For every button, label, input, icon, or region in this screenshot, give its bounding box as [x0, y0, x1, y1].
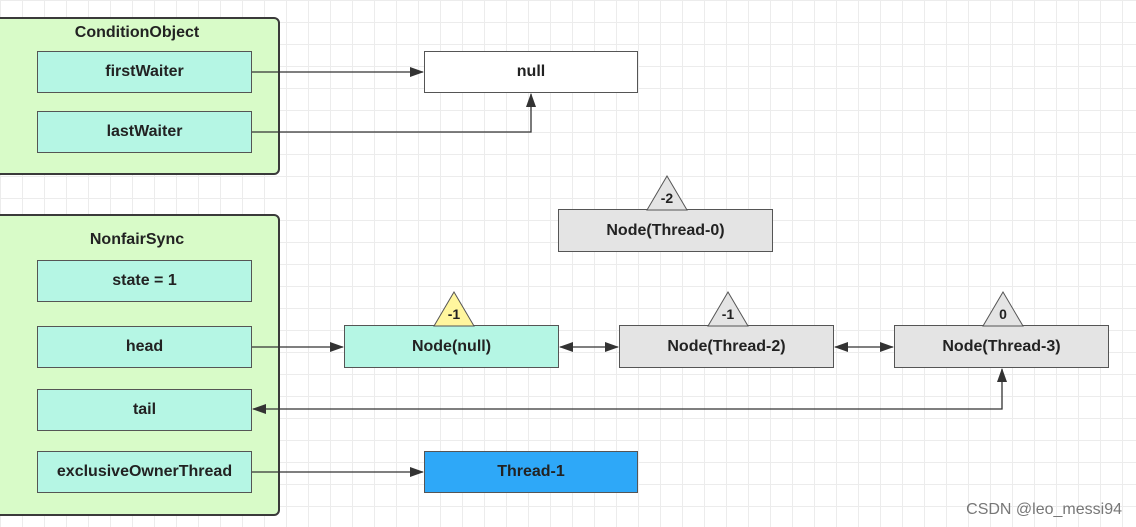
status-triangle-node-null: -1	[433, 291, 475, 327]
node-thread-0: Node(Thread-0)	[558, 209, 773, 252]
null-box: null	[424, 51, 638, 93]
first-waiter-field: firstWaiter	[37, 51, 252, 93]
tail-arrow	[252, 368, 1007, 414]
status-value: -1	[447, 306, 461, 322]
node-thread-2: Node(Thread-2)	[619, 325, 834, 368]
condition-object-title: ConditionObject	[74, 24, 200, 41]
node-null: Node(null)	[344, 325, 559, 368]
status-triangle-thread-0: -2	[646, 175, 688, 211]
status-value: -1	[721, 306, 735, 322]
head-field: head	[37, 326, 252, 368]
last-waiter-arrow	[252, 93, 536, 133]
thread-1-box: Thread-1	[424, 451, 638, 493]
status-value: -2	[660, 190, 674, 206]
status-triangle-thread-2: -1	[707, 291, 749, 327]
tail-field: tail	[37, 389, 252, 431]
nonfair-sync-title: NonfairSync	[89, 231, 185, 248]
status-value: 0	[999, 306, 1007, 322]
last-waiter-field: lastWaiter	[37, 111, 252, 153]
state-field: state = 1	[37, 260, 252, 302]
watermark-text: CSDN @leo_messi94	[966, 501, 1122, 518]
exclusive-owner-thread-field: exclusiveOwnerThread	[37, 451, 252, 493]
status-triangle-thread-3: 0	[982, 291, 1024, 327]
